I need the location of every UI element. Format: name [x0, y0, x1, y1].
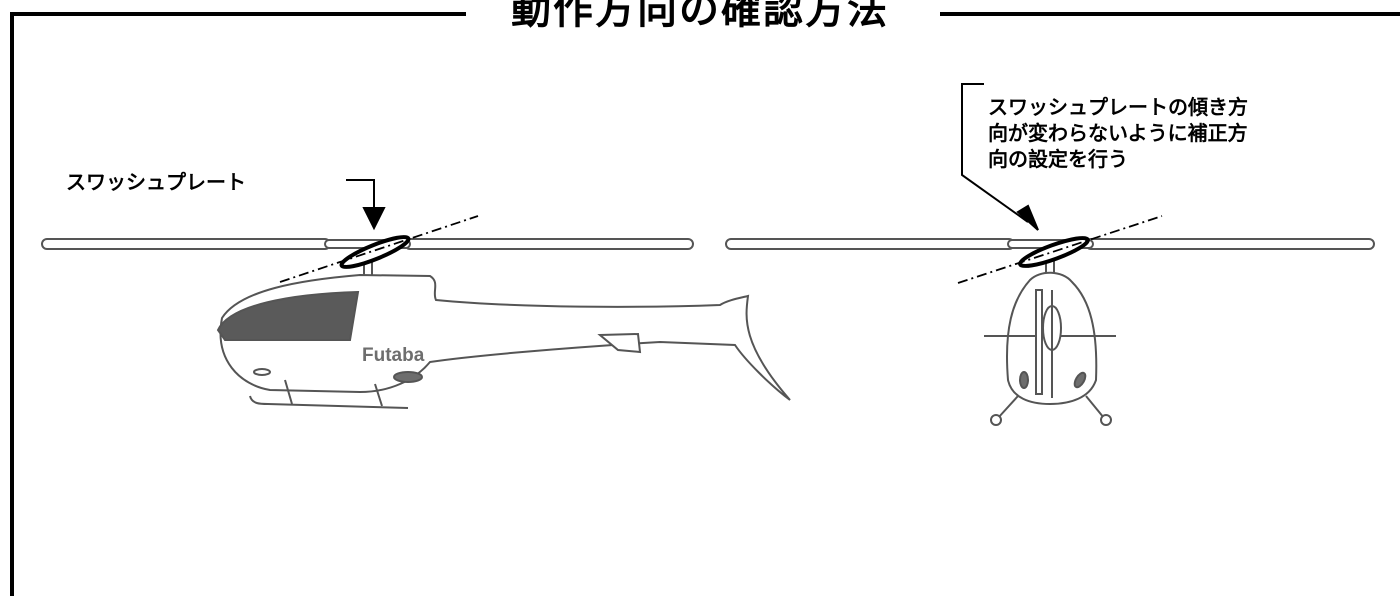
swashplate-front	[957, 215, 1163, 284]
brand-text: Futaba	[362, 345, 425, 366]
callout-line: スワッシュプレートの傾き方	[988, 95, 1248, 119]
frame-border	[10, 12, 1400, 596]
helicopter-side-view	[41, 238, 791, 409]
skid	[249, 395, 409, 409]
page-title: 動作方向の確認方法	[470, 0, 930, 34]
callout-line: 向の設定を行う	[988, 147, 1128, 171]
rotor-blade-left	[725, 238, 1015, 250]
callout-text: スワッシュプレートの傾き方 向が変わらないように補正方 向の設定を行う	[988, 94, 1248, 172]
callout-line: 向が変わらないように補正方	[988, 121, 1248, 145]
rotor-blade-right	[1085, 238, 1375, 250]
rotor-blade-right	[404, 238, 694, 250]
swashplate-arrow	[346, 179, 386, 231]
canopy	[216, 290, 360, 341]
rotor-blade-left	[41, 238, 331, 250]
helicopter-front-view	[725, 238, 1375, 426]
callout-arrow	[961, 83, 1039, 231]
swashplate-side	[279, 215, 479, 283]
swashplate-label: スワッシュプレート	[66, 170, 246, 194]
skid-legs	[284, 379, 383, 407]
